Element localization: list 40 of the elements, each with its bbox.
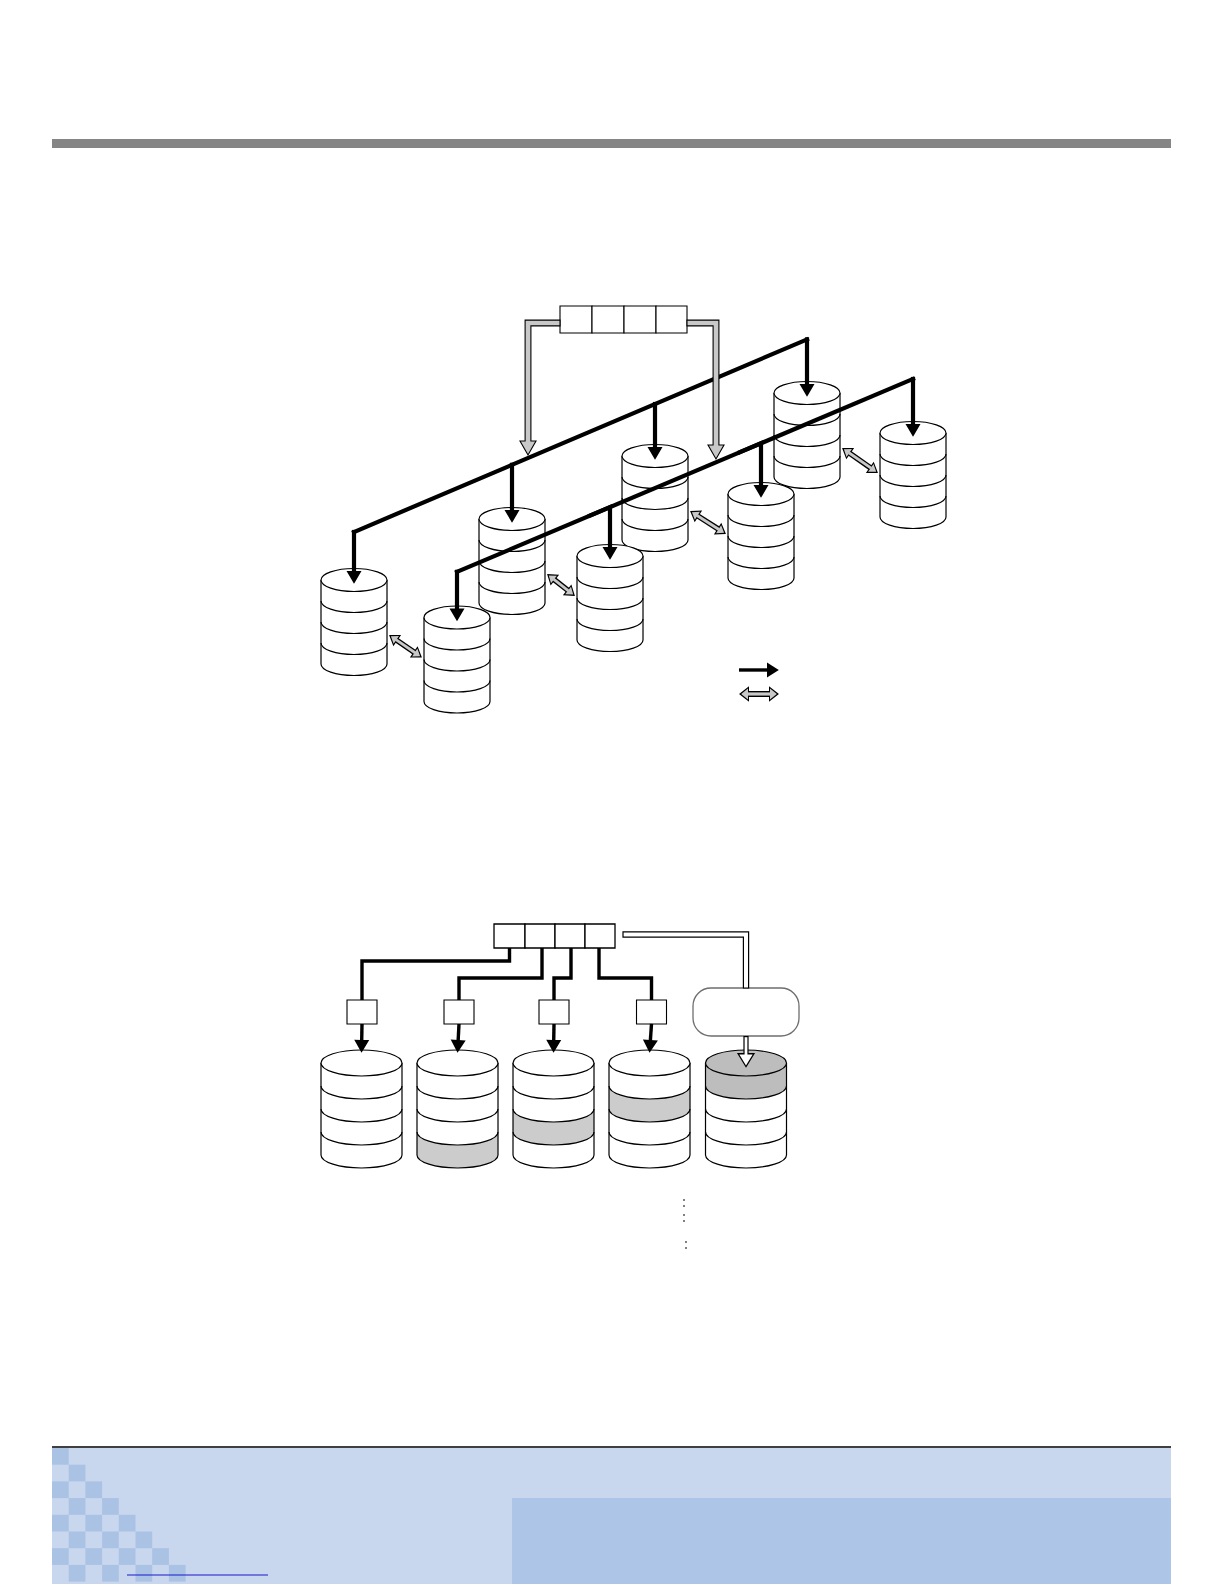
disk-cylinder [727,481,795,591]
disk-cylinder [773,380,841,490]
small-box [538,999,570,1025]
hollow-line [622,931,750,989]
connector-line [360,948,512,1000]
double-arrow [842,448,878,473]
disk-cylinder [621,443,689,553]
disk-cylinder [704,1049,788,1169]
colon-label: : [683,1199,685,1207]
small-box [346,999,378,1025]
small-box [443,999,475,1025]
disk-cylinder [320,567,388,677]
rounded-box [692,987,800,1037]
small-box [635,999,668,1025]
disk-cylinder [608,1049,691,1169]
disk-cylinder [423,605,491,714]
disk-cylinder [512,1049,595,1169]
disk-cylinder [576,543,644,653]
disk-cylinder [879,420,947,530]
data-block [559,305,593,334]
data-block [524,923,556,949]
colon-label: : [683,1214,685,1222]
data-block [584,923,616,949]
double-arrow [547,574,575,596]
connector-line [597,948,654,1000]
data-block [554,923,586,949]
hollow-arrow [519,319,561,457]
connector-line [457,948,544,1000]
data-block [591,305,625,334]
data-block [655,305,688,334]
data-block [493,923,526,949]
data-block [623,305,657,334]
colon-label: : [685,1241,687,1249]
disk-cylinder [320,1049,403,1169]
disk-cylinder [416,1049,499,1169]
double-arrow [690,510,726,535]
hollow-arrow [686,319,725,461]
connector-line [552,948,573,1000]
disk-cylinder [478,506,546,616]
double-arrow [389,634,422,658]
